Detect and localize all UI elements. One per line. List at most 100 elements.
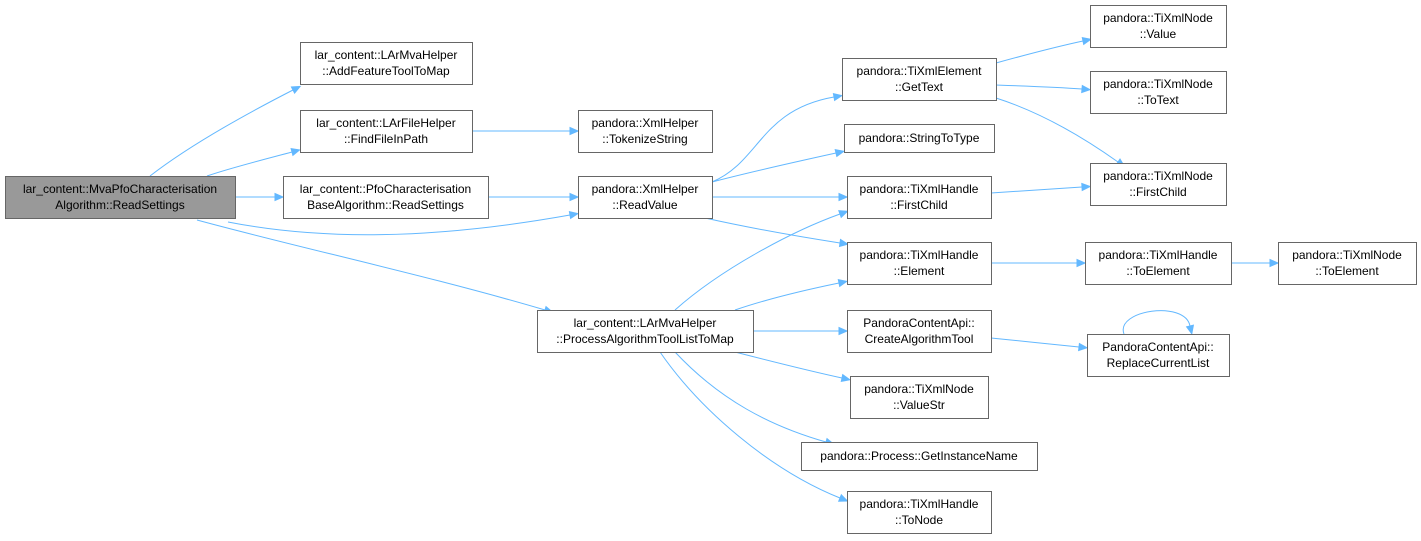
node-box <box>842 58 997 101</box>
node-instanceName[interactable]: pandora::Process::GetInstanceName <box>801 442 1038 471</box>
node-findFile[interactable]: lar_content::LArFileHelper::FindFileInPa… <box>300 110 473 153</box>
arrowhead-icon <box>838 238 850 248</box>
edge-line <box>674 213 841 311</box>
node-elementH[interactable]: pandora::TiXmlHandle::Element <box>847 242 992 285</box>
edge-root-to-pfoBase <box>235 192 285 202</box>
call-edges <box>149 36 1280 502</box>
arrowhead-icon <box>569 126 580 136</box>
node-box <box>1278 242 1417 285</box>
edge-toElementH-to-toElementN <box>1231 258 1280 268</box>
edge-line <box>149 89 294 177</box>
node-label: ::FindFileInPath <box>344 132 428 146</box>
node-box <box>283 176 489 219</box>
edge-line <box>1122 310 1191 335</box>
edge-getText-to-toTextN <box>995 84 1092 94</box>
node-label: BaseAlgorithm::ReadSettings <box>307 198 464 212</box>
node-label: ::FirstChild <box>890 198 947 212</box>
arrowhead-icon <box>1269 258 1280 268</box>
edge-getText-to-valueN <box>995 36 1093 64</box>
node-createTool[interactable]: PandoraContentApi::CreateAlgorithmTool <box>847 310 992 353</box>
edge-line <box>674 351 827 443</box>
node-toNodeH[interactable]: pandora::TiXmlHandle::ToNode <box>847 491 992 534</box>
edge-line <box>711 152 837 183</box>
node-label: pandora::TiXmlNode <box>1103 11 1213 25</box>
node-readValue[interactable]: pandora::XmlHelper::ReadValue <box>578 176 713 219</box>
node-pfoBase[interactable]: lar_content::PfoCharacterisationBaseAlgo… <box>283 176 489 219</box>
arrowhead-icon <box>274 192 285 202</box>
node-box <box>300 42 473 85</box>
node-firstChildH[interactable]: pandora::TiXmlHandle::FirstChild <box>847 176 992 219</box>
edge-line <box>206 151 293 177</box>
edge-readValue-to-elementH <box>704 217 850 248</box>
edge-elementH-to-toElementH <box>991 258 1087 268</box>
node-addFeature[interactable]: lar_content::LArMvaHelper::AddFeatureToo… <box>300 42 473 85</box>
node-label: pandora::TiXmlNode <box>1103 77 1213 91</box>
node-toTextN[interactable]: pandora::TiXmlNode::ToText <box>1090 71 1227 114</box>
node-label: ::AddFeatureToolToMap <box>322 64 450 78</box>
edge-root-to-processTool <box>196 219 554 314</box>
arrowhead-icon <box>840 373 852 383</box>
node-box <box>1087 334 1230 377</box>
node-box <box>847 491 992 534</box>
node-box <box>300 110 473 153</box>
node-firstChildN[interactable]: pandora::TiXmlNode::FirstChild <box>1090 163 1227 206</box>
node-label: ::FirstChild <box>1129 185 1186 199</box>
arrowhead-icon <box>1078 342 1089 352</box>
node-label: lar_content::LArFileHelper <box>316 116 455 130</box>
node-box <box>578 176 713 219</box>
node-label: pandora::TiXmlHandle <box>860 182 979 196</box>
edge-line <box>995 97 1119 163</box>
arrowhead-icon <box>1081 84 1092 94</box>
arrowhead-icon <box>837 493 849 502</box>
arrowhead-icon <box>1081 182 1092 192</box>
call-nodes: lar_content::MvaPfoCharacterisationAlgor… <box>5 5 1417 534</box>
edge-firstChildH-to-firstChildN <box>990 182 1092 194</box>
arrowhead-icon <box>569 192 580 202</box>
node-processTool[interactable]: lar_content::LArMvaHelper::ProcessAlgori… <box>537 310 754 353</box>
node-toElementH[interactable]: pandora::TiXmlHandle::ToElement <box>1085 242 1232 285</box>
node-label: PandoraContentApi:: <box>863 316 974 330</box>
node-label: pandora::XmlHelper <box>592 116 699 130</box>
edge-root-to-readValue <box>227 210 580 236</box>
arrowhead-icon <box>568 210 580 220</box>
node-box <box>847 310 992 353</box>
edge-line <box>734 351 843 379</box>
edge-line <box>734 282 840 311</box>
node-label: pandora::TiXmlElement <box>857 64 983 78</box>
node-label: Algorithm::ReadSettings <box>55 198 184 212</box>
edge-readValue-to-getText <box>711 92 844 183</box>
node-label: ::ToElement <box>1126 264 1190 278</box>
node-tokenize[interactable]: pandora::XmlHelper::TokenizeString <box>578 110 713 153</box>
arrowhead-icon <box>1076 258 1087 268</box>
node-root[interactable]: lar_content::MvaPfoCharacterisationAlgor… <box>5 176 236 219</box>
arrowhead-icon <box>838 210 849 219</box>
edge-processTool-to-createTool <box>753 326 849 336</box>
node-getText[interactable]: pandora::TiXmlElement::GetText <box>842 58 997 101</box>
node-replaceList[interactable]: PandoraContentApi::ReplaceCurrentList <box>1087 334 1230 377</box>
node-label: ::TokenizeString <box>602 132 687 146</box>
node-label: ::ToText <box>1137 93 1179 107</box>
arrowhead-icon <box>1185 324 1195 336</box>
node-label: pandora::TiXmlNode <box>864 382 974 396</box>
node-label: ::ProcessAlgorithmToolListToMap <box>556 332 734 346</box>
node-box <box>1090 71 1227 114</box>
edge-createTool-to-replaceList <box>990 337 1089 352</box>
edge-root-to-addFeature <box>149 85 302 177</box>
node-stringToType[interactable]: pandora::StringToType <box>844 124 995 153</box>
edge-readValue-to-stringToType <box>711 148 846 183</box>
edge-line <box>990 186 1083 194</box>
node-valueN[interactable]: pandora::TiXmlNode::Value <box>1090 5 1227 48</box>
edge-line <box>196 219 546 311</box>
node-label: pandora::TiXmlNode <box>1292 248 1402 262</box>
node-box <box>1090 5 1227 48</box>
node-label: pandora::TiXmlHandle <box>860 497 979 511</box>
edge-processTool-to-elementH <box>734 278 849 311</box>
node-label: pandora::XmlHelper <box>592 182 699 196</box>
node-label: lar_content::LArMvaHelper <box>315 48 458 62</box>
node-label: pandora::TiXmlHandle <box>860 248 979 262</box>
node-box <box>578 110 713 153</box>
node-valueStr[interactable]: pandora::TiXmlNode::ValueStr <box>850 376 989 419</box>
arrowhead-icon <box>290 147 301 157</box>
node-toElementN[interactable]: pandora::TiXmlNode::ToElement <box>1278 242 1417 285</box>
